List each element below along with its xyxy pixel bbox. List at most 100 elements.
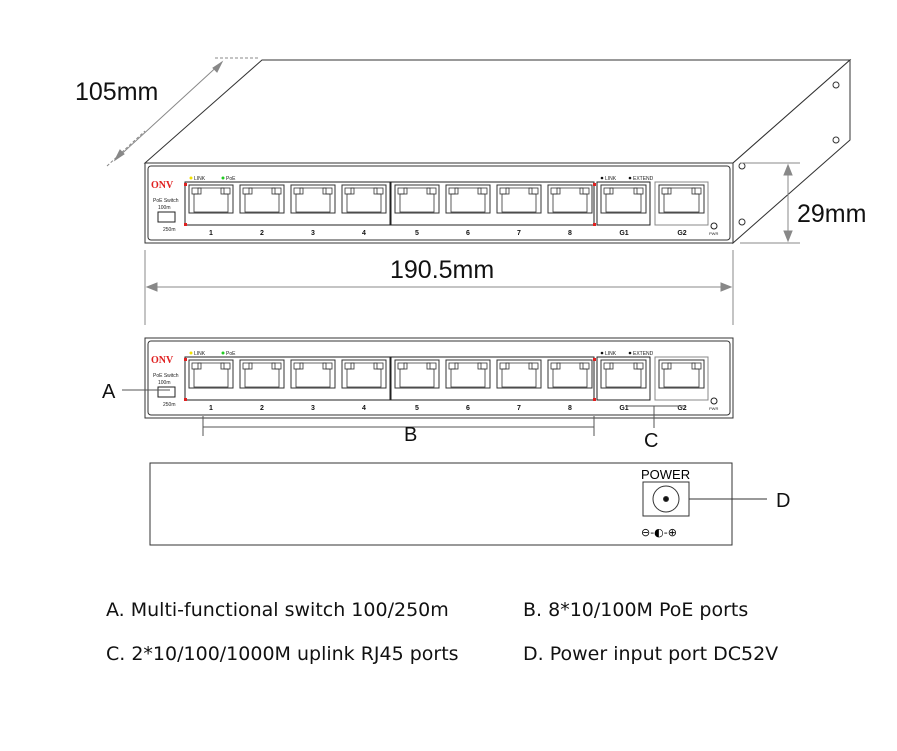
uplink-extend-label: EXTEND [633,351,654,357]
poe-port-5 [394,359,440,389]
port-led-right [528,362,539,370]
port-led-left [242,362,253,370]
uplink-extend-led-icon [628,176,632,180]
rear-view [149,462,767,546]
port-led-left [603,187,614,195]
port-led-left [661,362,672,370]
port-group-1 [184,356,391,401]
port-led-right [426,187,437,195]
corner-mark [593,183,596,186]
brand-logo: ONV [151,355,174,366]
port-led-left [550,362,561,370]
uplink-number: G1 [619,230,628,237]
poe-port-8 [547,359,593,389]
uplink-port-2 [658,184,705,214]
power-led-icon [710,397,718,405]
port-number: 1 [209,230,213,237]
switch-100m-label: 100m [158,380,171,386]
poe-port-4 [341,359,387,389]
link-led-icon [189,176,193,180]
poe-port-7 [496,184,542,214]
port-led-right [373,362,384,370]
uplink-port-2 [658,359,705,389]
uplink-link-label: LINK [605,176,617,182]
mode-switch [157,386,176,398]
port-number: 3 [311,230,315,237]
uplink-frame [654,181,709,226]
port-number: 6 [466,230,470,237]
port-led-right [220,187,231,195]
uplink-port-1 [600,184,647,214]
poe-port-8 [547,184,593,214]
port-led-right [322,187,333,195]
poe-port-1 [188,184,234,214]
port-led-right [477,187,488,195]
uplink-frame [654,356,709,401]
legend-a: A. Multi-functional switch 100/250m [106,599,449,621]
poe-port-2 [239,184,285,214]
port-number: 2 [260,405,264,412]
poe-port-6 [445,359,491,389]
uplink-number: G2 [677,405,686,412]
poe-port-1 [188,359,234,389]
port-led-right [271,362,282,370]
port-group-2 [390,181,595,226]
uplink-link-label: LINK [605,351,617,357]
corner-mark [184,223,187,226]
uplink-frame [596,181,651,226]
port-led-left [344,362,355,370]
callout-c: C [644,430,658,452]
port-led-right [691,187,702,195]
port-led-left [499,187,510,195]
model-label: PoE Switch [153,198,179,204]
poe-port-3 [290,359,336,389]
port-led-left [661,187,672,195]
port-number: 5 [415,230,419,237]
link-led-label: LINK [194,351,206,357]
port-led-left [448,362,459,370]
switch-250m-label: 250m [163,402,176,408]
port-led-right [528,187,539,195]
port-number: 7 [517,230,521,237]
port-led-left [293,187,304,195]
port-led-left [397,187,408,195]
port-led-left [293,362,304,370]
poe-led-label: PoE [226,351,236,357]
poe-port-7 [496,359,542,389]
corner-mark [593,358,596,361]
switch-100m-label: 100m [158,205,171,211]
uplink-frame [596,356,651,401]
port-number: 3 [311,405,315,412]
port-number: 2 [260,230,264,237]
port-number: 6 [466,405,470,412]
corner-mark [184,183,187,186]
port-number: 4 [362,230,366,237]
depth-dimension: 105mm [75,78,158,106]
port-number: 8 [568,405,572,412]
uplink-port-1 [600,359,647,389]
mode-switch [157,211,176,223]
port-group-2 [390,356,595,401]
port-led-left [191,187,202,195]
port-led-right [579,187,590,195]
poe-port-4 [341,184,387,214]
polarity-symbol: ⊖-◐-⊕ [641,526,677,539]
port-led-left [499,362,510,370]
power-led-icon [710,222,718,230]
link-led-label: LINK [194,176,206,182]
port-led-left [550,187,561,195]
model-label: PoE Switch [153,373,179,379]
port-led-left [397,362,408,370]
port-led-right [220,362,231,370]
link-led-icon [189,351,193,355]
poe-port-5 [394,184,440,214]
uplink-extend-label: EXTEND [633,176,654,182]
port-led-left [191,362,202,370]
pwr-label: PWR [709,406,718,411]
power-label: POWER [641,467,690,482]
corner-mark [184,398,187,401]
uplink-link-led-icon [600,176,604,180]
